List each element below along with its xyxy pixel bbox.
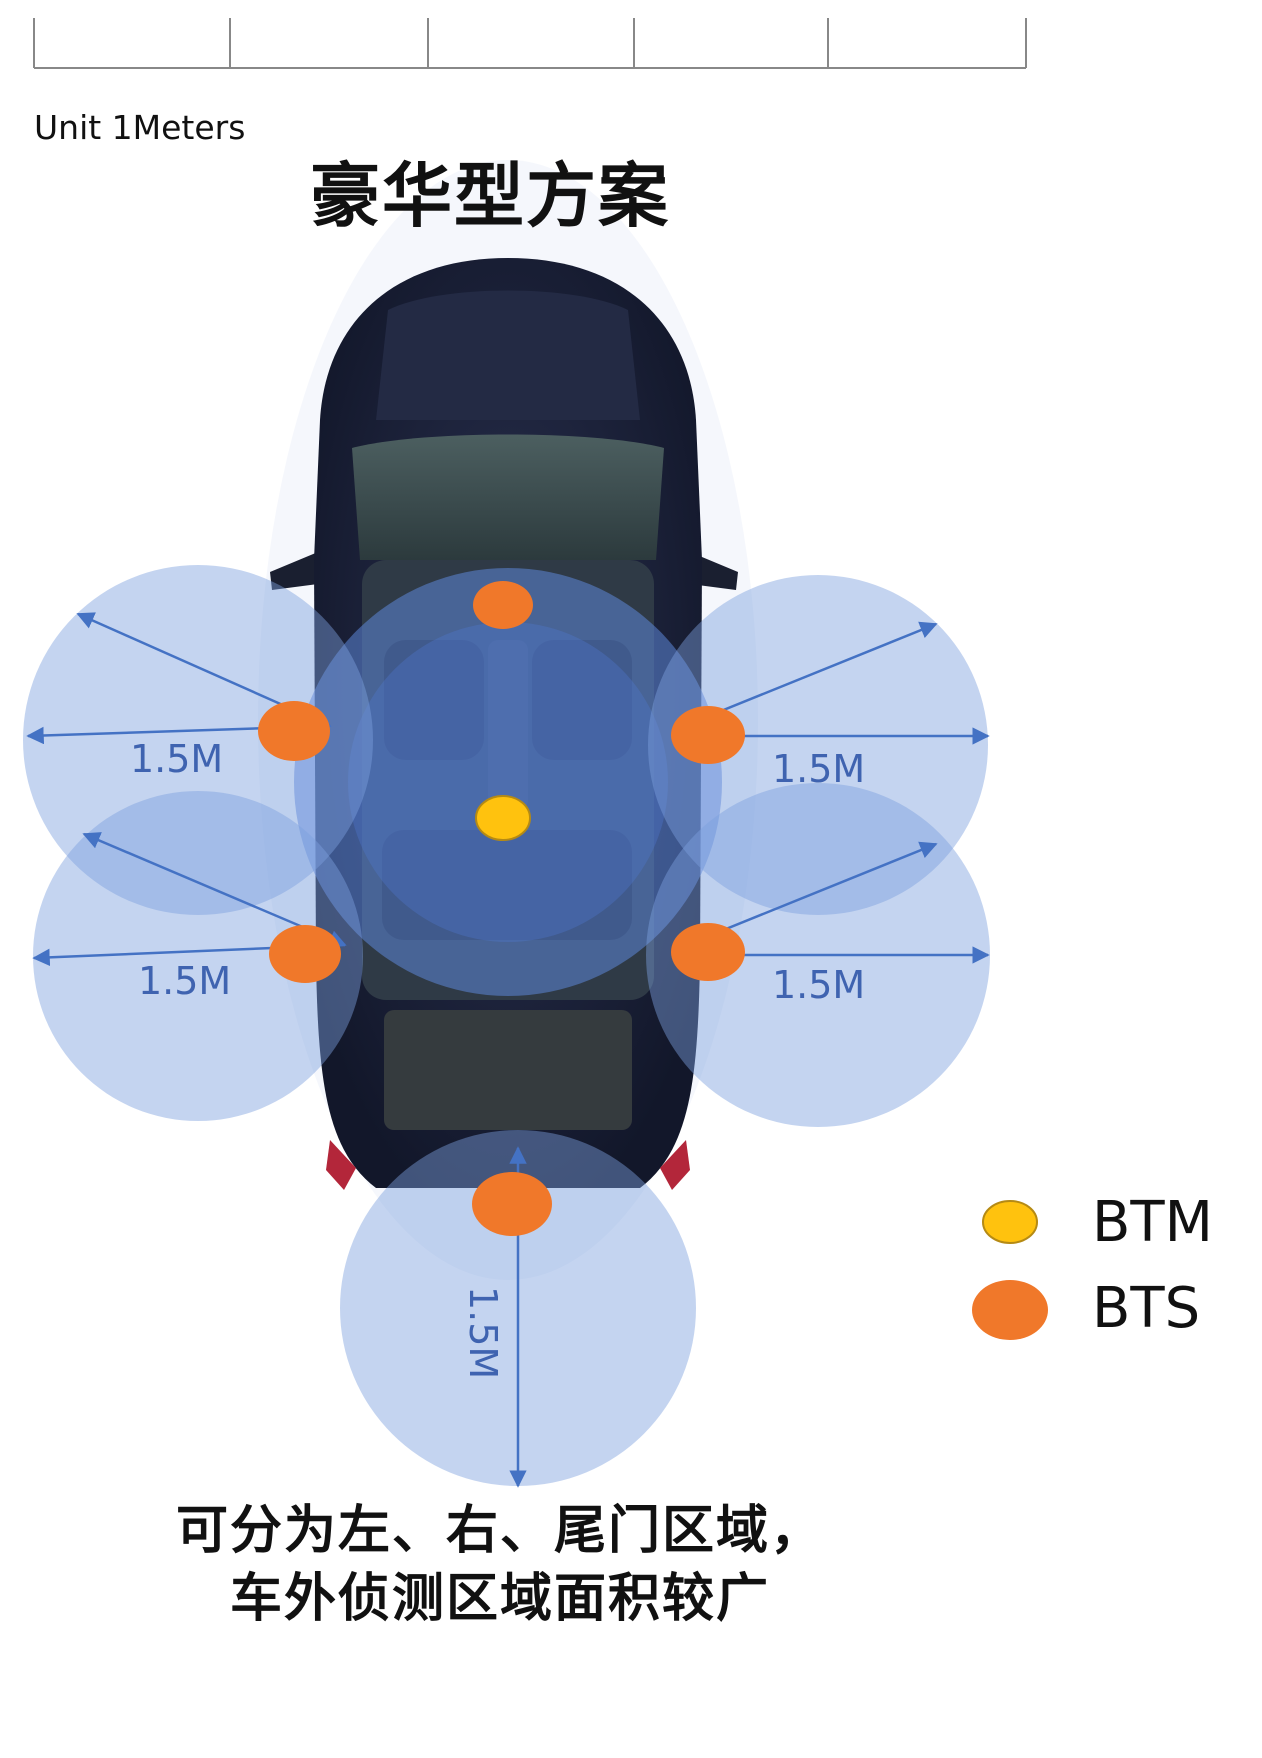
unit-label: Unit 1Meters	[34, 108, 246, 147]
legend-bts-label: BTS	[1092, 1276, 1201, 1341]
bts-sensor-right-rear	[671, 923, 745, 981]
label-left-rear: 1.5M	[138, 959, 231, 1003]
legend-btm-swatch	[982, 1200, 1038, 1244]
bts-sensor-right-front	[671, 706, 745, 764]
bts-sensor-tailgate	[472, 1172, 552, 1236]
label-right-front: 1.5M	[772, 747, 865, 791]
bts-sensor-left-front	[258, 701, 330, 761]
label-tailgate: 1.5M	[461, 1286, 505, 1379]
legend-markers	[972, 1200, 1048, 1340]
label-right-rear: 1.5M	[772, 963, 865, 1007]
label-left-front: 1.5M	[130, 737, 223, 781]
zone-center-core	[348, 622, 668, 942]
legend-bts-swatch	[972, 1280, 1048, 1340]
caption-line-2: 车外侦测区域面积较广	[229, 1569, 770, 1629]
btm-module	[475, 795, 531, 841]
bts-sensor-left-rear	[269, 925, 341, 983]
bts-sensor-front	[473, 581, 533, 629]
zone-center-inner	[294, 568, 722, 996]
zone-labels: 1.5M 1.5M 1.5M 1.5M 1.5M	[130, 737, 865, 1379]
caption-line-1: 可分为左、右、尾门区域，	[175, 1501, 824, 1561]
page-title: 豪华型方案	[310, 155, 670, 237]
sensors	[258, 581, 745, 1236]
legend-btm-label: BTM	[1092, 1190, 1213, 1255]
ruler-table	[33, 18, 1027, 69]
